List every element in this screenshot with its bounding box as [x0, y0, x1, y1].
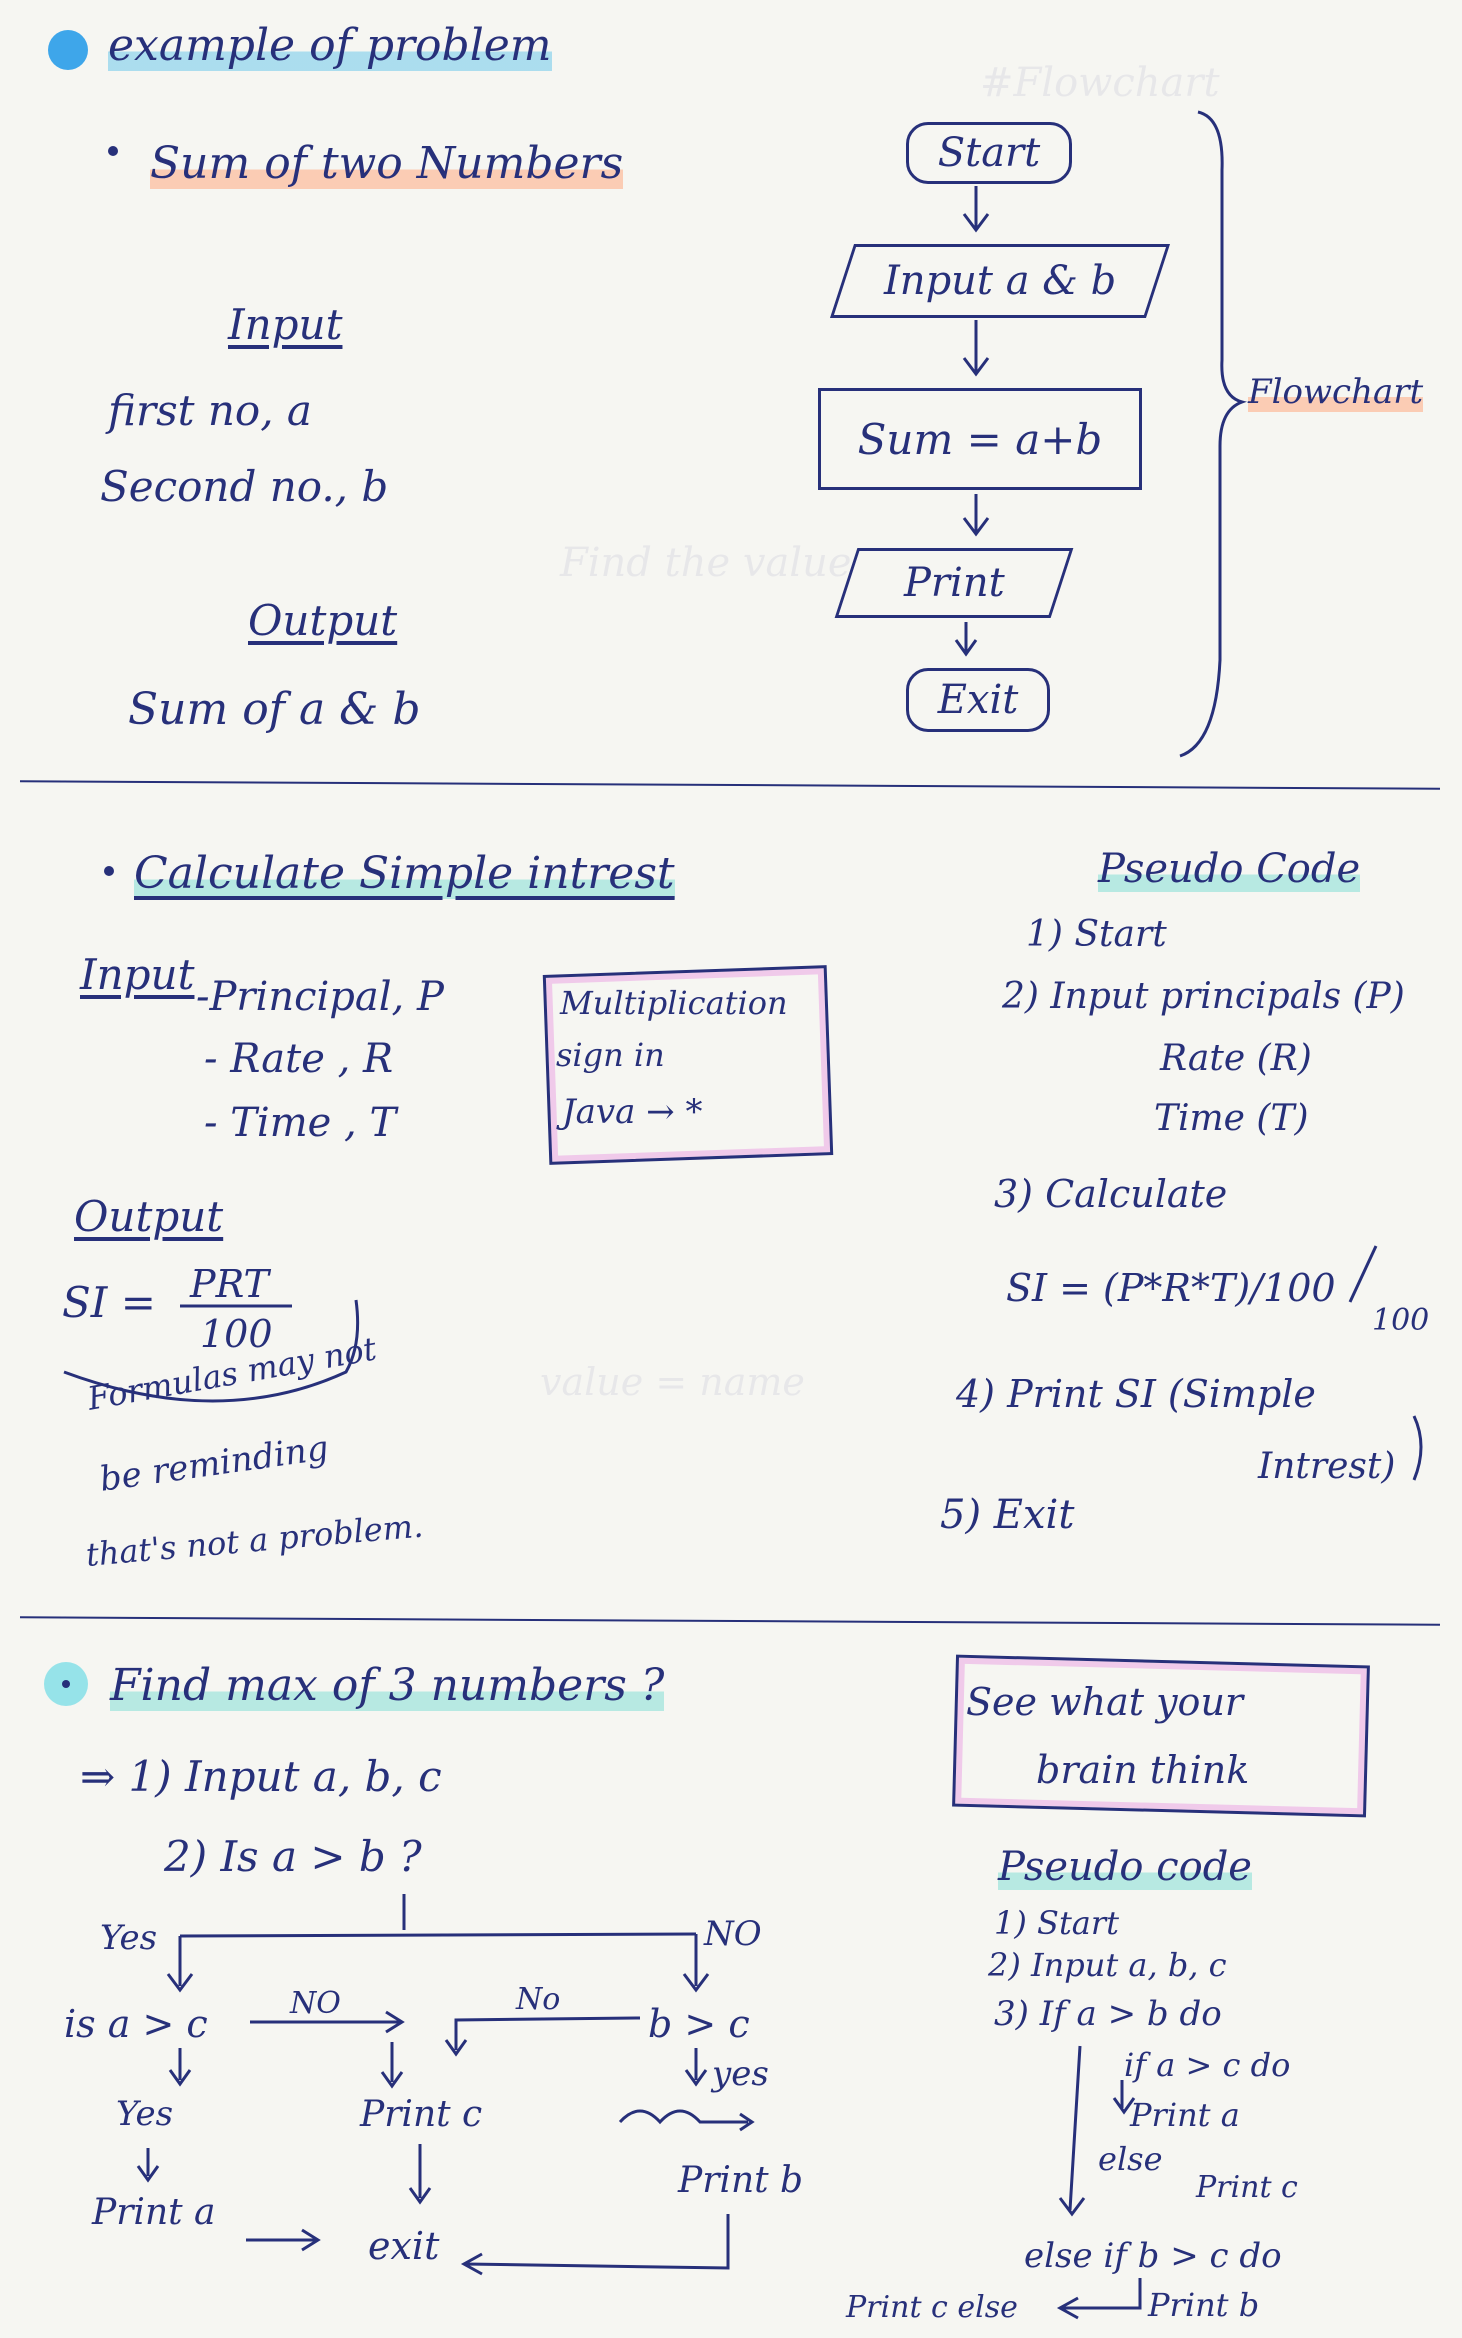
pseudo-line: 1) Start [1026, 914, 1167, 955]
branch-yes: yes [712, 2054, 769, 2094]
step-compare: 2) Is a > b ? [164, 1832, 422, 1881]
branch-yes: Yes [116, 2094, 174, 2134]
pseudo-denominator: 100 [1372, 1303, 1429, 1338]
pseudo-line: 5) Exit [940, 1492, 1075, 1538]
formula-left: SI = [62, 1278, 156, 1327]
input-first: first no, a [108, 386, 312, 435]
pseudo-code-title: Pseudo Code [1098, 846, 1361, 892]
arrow-yes [166, 1936, 194, 1993]
input-item-time: - Time , T [204, 1100, 397, 1146]
input-second: Second no., b [100, 462, 389, 511]
pseudo-line: Print b [1148, 2286, 1260, 2324]
bullet-dot [104, 866, 114, 876]
pseudo-line: Time (T) [1154, 1098, 1309, 1139]
pseudo-line: else if b > c do [1024, 2236, 1282, 2276]
arrow-down [962, 494, 990, 537]
arrow-left [1056, 2278, 1142, 2320]
division-slash [1348, 1245, 1378, 1303]
exit-node: exit [368, 2224, 440, 2268]
flowchart-exit-text: Exit [937, 677, 1019, 723]
input-label: Input [80, 950, 195, 999]
pseudo-line: Print c else [846, 2290, 1018, 2325]
branch-yes: Yes [100, 1918, 158, 1958]
output-print-a: Print a [92, 2192, 216, 2233]
branch-no: NO [704, 1914, 762, 1954]
pseudo-line: SI = (P*R*T)/100 [1006, 1266, 1336, 1310]
output-print-b: Print b [678, 2160, 804, 2201]
arrow-down [954, 622, 978, 657]
arrow-down [684, 2048, 708, 2087]
section-heading: example of problem [108, 20, 552, 71]
flowchart-bracket [1179, 110, 1247, 758]
pseudo-line: 2) Input a, b, c [988, 1946, 1227, 1984]
arrow-no [682, 1934, 710, 1993]
pseudo-line: 4) Print SI (Simple [956, 1372, 1316, 1416]
flowchart-start: Start [906, 122, 1072, 184]
input-label: Input [228, 300, 343, 349]
arrow-left [460, 2214, 730, 2276]
step-input: ⇒ 1) Input a, b, c [80, 1752, 442, 1801]
formula-swoosh [63, 1299, 360, 1403]
output-label: Output [248, 596, 398, 645]
arrow-no-right [250, 2010, 405, 2034]
problem-title: Sum of two Numbers [150, 138, 624, 189]
pseudo-line: Intrest) [1258, 1446, 1396, 1487]
problem-title: Calculate Simple intrest [134, 848, 675, 899]
arrow-no-left [444, 2016, 641, 2057]
condition-b-gt-c: b > c [648, 2002, 750, 2046]
arrow-down [962, 320, 990, 377]
pseudo-line: 3) If a > b do [994, 1994, 1222, 2034]
arrow-down [1112, 2080, 1136, 2115]
arrow-down [136, 2148, 160, 2183]
tree-branch [179, 1932, 697, 1938]
edge-label-no: NO [290, 1986, 341, 2021]
formula-denominator: 100 [200, 1312, 273, 1356]
brain-note-line: See what your [966, 1680, 1244, 1724]
arrow-down [380, 2042, 404, 2089]
java-note-line: sign in [556, 1036, 665, 1074]
condition-a-gt-c: is a > c [64, 2002, 208, 2046]
arrow-right [246, 2228, 321, 2252]
flowchart-process: Sum = a+b [818, 388, 1142, 490]
java-note-line: Java → * [562, 1092, 703, 1132]
bullet-dot [108, 146, 118, 156]
output-print-c: Print c [360, 2094, 483, 2135]
flowchart-process-text: Sum = a+b [857, 414, 1103, 464]
pseudo-line: else [1098, 2140, 1163, 2178]
output-value: Sum of a & b [128, 684, 421, 735]
problem-title: Find max of 3 numbers ? [110, 1660, 665, 1711]
pseudo-code-title: Pseudo code [998, 1844, 1252, 1890]
pseudo-line: 3) Calculate [994, 1172, 1228, 1216]
flowchart-start-text: Start [937, 130, 1041, 176]
bullet-dot [48, 30, 88, 70]
formula-numerator: PRT [190, 1262, 269, 1306]
pseudo-line: 2) Input principals (P) [1002, 976, 1405, 1017]
bleed-through: value = name [540, 1360, 805, 1404]
pseudo-line: Rate (R) [1160, 1038, 1312, 1079]
pseudo-line: if a > c do [1124, 2046, 1291, 2084]
flowchart-exit: Exit [906, 668, 1050, 732]
pseudo-line: Print a [1130, 2096, 1240, 2134]
input-item-rate: - Rate , R [204, 1036, 394, 1082]
paren [1412, 1415, 1423, 1481]
pseudo-line: 1) Start [994, 1904, 1120, 1942]
bullet-dot [62, 1680, 70, 1688]
bleed-through: #Flowchart [980, 60, 1220, 106]
pseudo-line: Print c [1196, 2170, 1298, 2205]
edge-label-no: No [516, 1982, 561, 2017]
flowchart-label: Flowchart [1248, 372, 1424, 412]
arrow-down [168, 2048, 192, 2087]
input-item-principal: -Principal, P [196, 974, 444, 1020]
arrow-down [962, 186, 990, 233]
brain-note-line: brain think [1036, 1748, 1250, 1792]
bleed-through: Find the value [560, 540, 852, 586]
java-note-line: Multiplication [560, 984, 788, 1022]
scribble [618, 2109, 755, 2132]
output-label: Output [74, 1192, 224, 1241]
arrow-down [408, 2144, 432, 2205]
pseudo-bracket [1058, 2045, 1086, 2217]
